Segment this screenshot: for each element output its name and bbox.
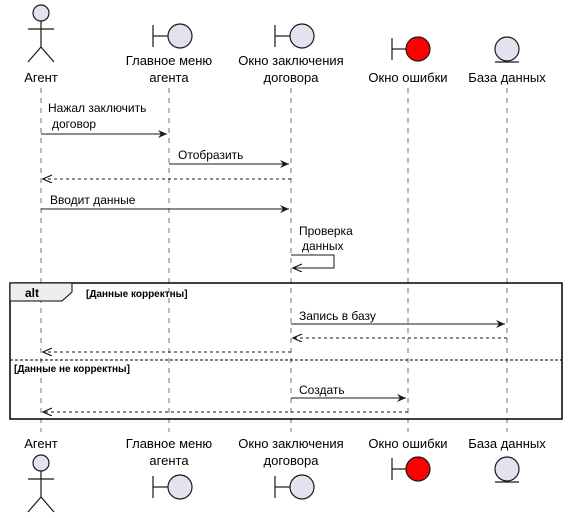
participant-label-contract-line2: договора — [264, 70, 320, 85]
participant-contract-top: Окно заключения договора — [238, 23, 344, 85]
participant-label-contract-line2: договора — [264, 453, 320, 468]
participant-label-menu-line2: агента — [149, 453, 189, 468]
message-5-self: Проверка данных — [291, 224, 353, 268]
boundary-icon — [391, 36, 431, 62]
participant-menu-bottom: Главное меню агента — [126, 436, 213, 500]
message-2: Отобразить — [169, 148, 289, 168]
participant-error-bottom: Окно ошибки — [368, 436, 448, 482]
alt-guard-1: [Данные корректны] — [86, 289, 188, 300]
participant-label-db: База данных — [468, 70, 546, 85]
participant-label-agent: Агент — [24, 70, 58, 85]
message-label: Отобразить — [178, 148, 243, 162]
alt-tab — [9, 282, 73, 302]
boundary-icon — [391, 456, 431, 482]
alt-keyword: alt — [25, 286, 39, 300]
entity-icon — [494, 36, 520, 63]
participant-agent-bottom: Агент — [24, 436, 58, 513]
message-4: Вводит данные — [41, 193, 289, 213]
lifelines — [40, 88, 508, 432]
participant-db-top: База данных — [468, 36, 546, 85]
participant-label-menu-line1: Главное меню — [126, 53, 213, 68]
actor-icon — [27, 454, 55, 513]
participant-label-error: Окно ошибки — [368, 436, 447, 451]
message-label-line2: договор — [52, 117, 96, 131]
message-label-line1: Проверка — [299, 224, 353, 238]
participant-label-menu-line1: Главное меню — [126, 436, 213, 451]
message-9: Создать — [291, 383, 406, 402]
message-arrow — [291, 254, 335, 268]
message-1: Нажал заключить договор — [41, 101, 167, 138]
participant-label-db: База данных — [468, 436, 546, 451]
message-label: Запись в базу — [299, 309, 376, 323]
participant-agent-top: Агент — [24, 4, 58, 85]
message-6: Запись в базу — [291, 309, 505, 328]
participant-error-top: Окно ошибки — [368, 36, 448, 85]
alt-guard-2: [Данные не корректны] — [14, 364, 130, 375]
message-label: Вводит данные — [50, 193, 136, 207]
actor-icon — [27, 4, 55, 63]
entity-icon — [494, 456, 520, 483]
boundary-icon — [274, 474, 315, 500]
participant-menu-top: Главное меню агента — [126, 23, 213, 85]
boundary-icon — [274, 23, 315, 49]
message-label-line2: данных — [302, 239, 344, 253]
participant-label-menu-line2: агента — [149, 70, 189, 85]
participant-label-contract-line1: Окно заключения — [238, 53, 343, 68]
alt-fragment: alt [Данные корректны] [Данные не коррек… — [9, 282, 563, 420]
participant-contract-bottom: Окно заключения договора — [238, 436, 344, 500]
participant-label-contract-line1: Окно заключения — [238, 436, 343, 451]
participant-label-agent: Агент — [24, 436, 58, 451]
message-label-line1: Нажал заключить — [48, 101, 146, 115]
message-label: Создать — [299, 383, 345, 397]
participant-label-error: Окно ошибки — [368, 70, 447, 85]
boundary-icon — [152, 23, 193, 49]
alt-frame — [9, 282, 563, 420]
participant-db-bottom: База данных — [468, 436, 546, 483]
boundary-icon — [152, 474, 193, 500]
